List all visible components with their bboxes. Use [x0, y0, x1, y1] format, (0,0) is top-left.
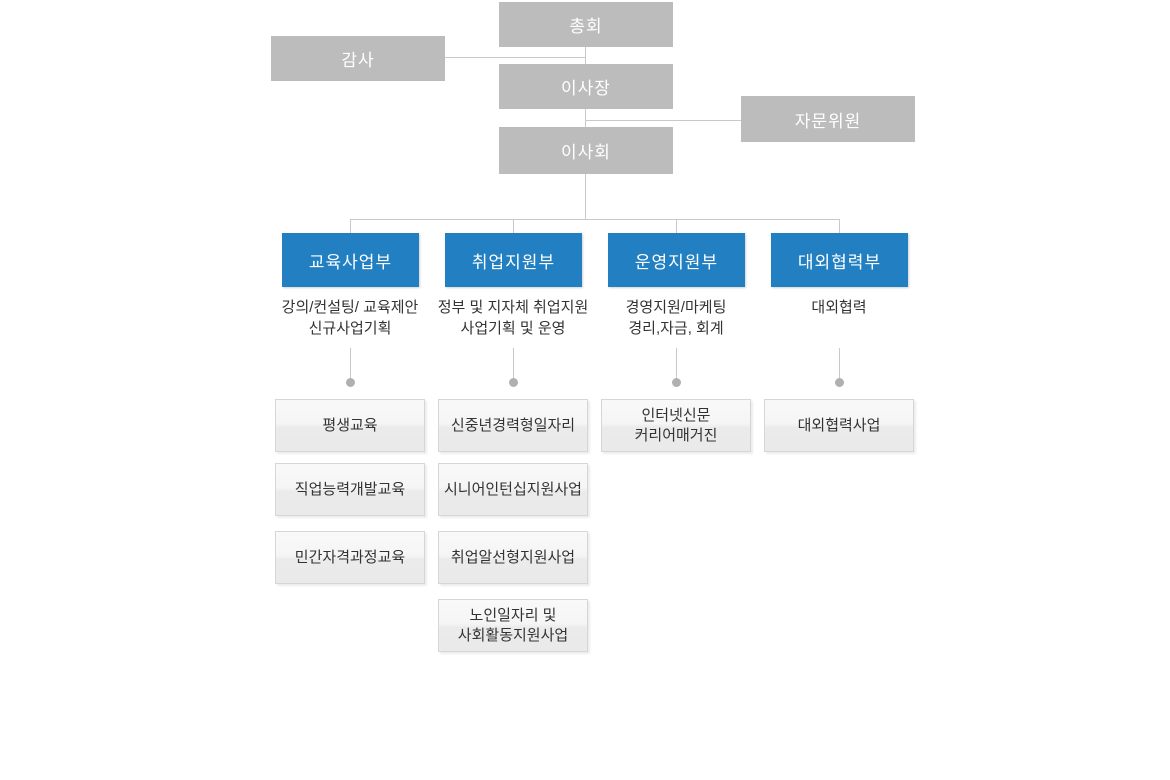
- connector-drop-dept1: [350, 348, 351, 380]
- dept-employment-support: 취업지원부: [445, 233, 582, 287]
- connector-advisory-branch: [586, 120, 741, 121]
- program-box: 인터넷신문 커리어매거진: [601, 399, 751, 452]
- program-box: 시니어인턴십지원사업: [438, 463, 588, 516]
- dept-external-cooperation: 대외협력부: [771, 233, 908, 287]
- program-box: 평생교육: [275, 399, 425, 452]
- node-chairman: 이사장: [499, 64, 673, 109]
- program-box: 신중년경력형일자리: [438, 399, 588, 452]
- dept-description-external: 대외협력: [811, 299, 867, 316]
- node-general-assembly: 총회: [499, 2, 673, 47]
- connector-dot-dept2: [509, 378, 518, 387]
- connector-drop-dept2: [513, 348, 514, 380]
- program-box: 노인일자리 및 사회활동지원사업: [438, 599, 588, 652]
- connector-stub-dept3: [676, 219, 677, 233]
- connector-dot-dept4: [835, 378, 844, 387]
- connector-chairman-board: [585, 109, 586, 127]
- dept-description-operations: 경영지원/마케팅 경리,자금, 회계: [625, 299, 727, 337]
- connector-drop-dept3: [676, 348, 677, 380]
- connector-assembly-chairman: [585, 47, 586, 64]
- dept-description-education: 강의/컨설팅/ 교육제안 신규사업기획: [281, 299, 419, 337]
- program-box: 직업능력개발교육: [275, 463, 425, 516]
- connector-auditor-branch: [445, 57, 586, 58]
- connector-stub-dept1: [350, 219, 351, 233]
- dept-operations-support: 운영지원부: [608, 233, 745, 287]
- program-box: 취업알선형지원사업: [438, 531, 588, 584]
- program-box: 민간자격과정교육: [275, 531, 425, 584]
- node-board-of-directors: 이사회: [499, 127, 673, 174]
- connector-stub-dept2: [513, 219, 514, 233]
- connector-board-stem: [585, 174, 586, 219]
- connector-dot-dept3: [672, 378, 681, 387]
- connector-stub-dept4: [839, 219, 840, 233]
- connector-departments-rail: [350, 219, 839, 220]
- dept-description-employment: 정부 및 지자체 취업지원 사업기획 및 운영: [437, 299, 589, 337]
- connector-dot-dept1: [346, 378, 355, 387]
- dept-education-business: 교육사업부: [282, 233, 419, 287]
- node-auditor: 감사: [271, 36, 445, 81]
- node-advisory-committee: 자문위원: [741, 96, 915, 142]
- program-box: 대외협력사업: [764, 399, 914, 452]
- connector-drop-dept4: [839, 348, 840, 380]
